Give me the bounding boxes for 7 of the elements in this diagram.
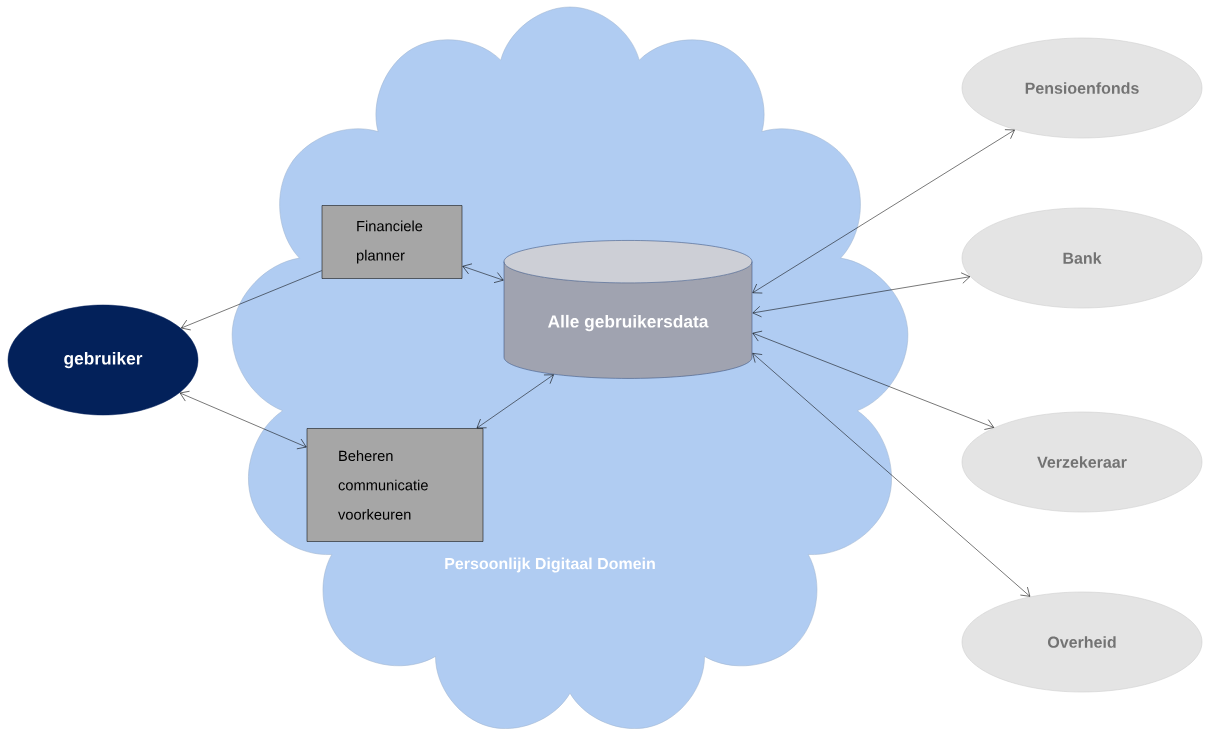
process-box: Beheren communicatie voorkeuren — [306, 428, 484, 542]
arrow — [476, 374, 554, 429]
arrow — [181, 270, 322, 331]
arrow — [179, 391, 307, 450]
arrow — [462, 263, 504, 283]
process-box: Financiele planner — [321, 205, 463, 279]
database-cylinder: Alle gebruikersdata — [503, 240, 753, 379]
